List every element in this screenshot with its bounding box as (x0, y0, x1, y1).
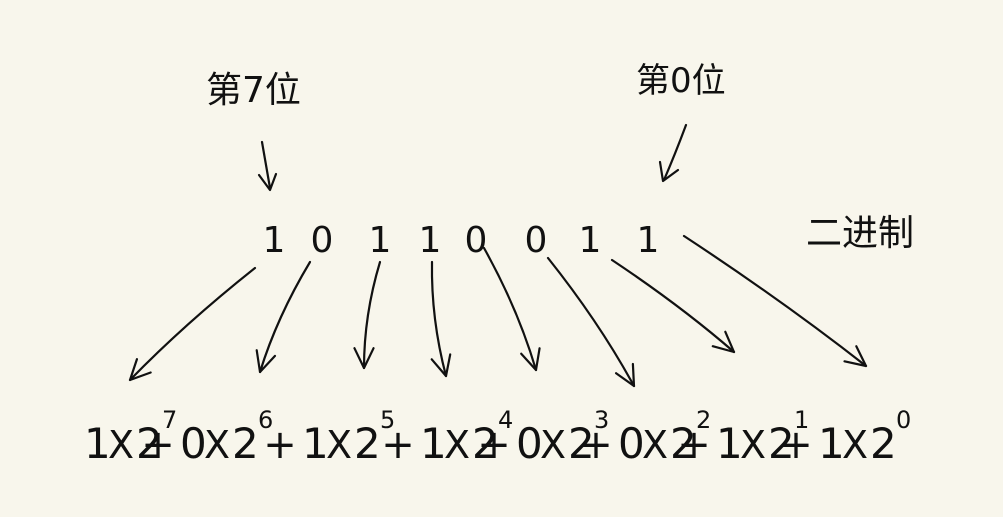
binary-digit: 1 (419, 220, 442, 261)
term-exponent: 3 (594, 406, 609, 434)
arrow-bit0-label (658, 123, 688, 183)
times-sign: X (842, 423, 868, 467)
term-coefficient: 0 (516, 419, 543, 468)
times-sign: X (204, 423, 230, 467)
term-exponent: 0 (896, 406, 911, 434)
digit-arrow (255, 260, 312, 374)
digit-arrow (128, 266, 257, 382)
term-base: 2 (136, 419, 163, 468)
plus-sign: + (677, 422, 711, 468)
plus-sign: + (779, 422, 813, 468)
binary-digit: 1 (579, 220, 602, 261)
term-coefficient: 0 (180, 419, 207, 468)
times-sign: X (326, 423, 352, 467)
term-base: 2 (232, 419, 259, 468)
term-base: 2 (670, 419, 697, 468)
plus-sign: + (579, 422, 613, 468)
digit-arrow (430, 260, 452, 378)
term-coefficient: 1 (420, 419, 447, 468)
digit-arrow (682, 234, 868, 368)
binary-digit: 1 (637, 220, 660, 261)
term-base: 2 (472, 419, 499, 468)
times-sign: X (740, 423, 766, 467)
term-exponent: 6 (258, 406, 273, 434)
digit-arrow (546, 256, 636, 388)
arrow-bit7-label (257, 140, 278, 192)
times-sign: X (642, 423, 668, 467)
term-base: 2 (870, 419, 897, 468)
plus-sign: + (477, 422, 511, 468)
term-base: 2 (354, 419, 381, 468)
digit-arrows (128, 234, 868, 388)
times-sign: X (108, 423, 134, 467)
binary-digit: 0 (525, 220, 548, 261)
term-exponent: 1 (794, 406, 809, 434)
times-sign: X (444, 423, 470, 467)
binary-digit: 0 (311, 220, 334, 261)
binary-digit: 0 (465, 220, 488, 261)
binary-digit: 1 (369, 220, 392, 261)
term-base: 2 (568, 419, 595, 468)
digit-arrow (353, 260, 382, 370)
term-coefficient: 1 (818, 419, 845, 468)
term-exponent: 4 (498, 406, 513, 434)
label-binary: 二进制 (806, 213, 914, 254)
term-exponent: 2 (696, 406, 711, 434)
label-bit0: 第0位 (636, 61, 726, 101)
label-bit7: 第7位 (206, 70, 301, 111)
term-coefficient: 1 (302, 419, 329, 468)
term-coefficient: 1 (716, 419, 743, 468)
plus-sign: + (141, 422, 175, 468)
plus-sign: + (263, 422, 297, 468)
term-coefficient: 1 (84, 419, 111, 468)
binary-digit: 1 (263, 220, 286, 261)
plus-sign: + (381, 422, 415, 468)
term-coefficient: 0 (618, 419, 645, 468)
term-base: 2 (768, 419, 795, 468)
term-exponent: 5 (380, 406, 395, 434)
times-sign: X (540, 423, 566, 467)
digit-arrow (610, 258, 736, 354)
term-exponent: 7 (162, 406, 177, 434)
digit-arrow (482, 246, 541, 372)
